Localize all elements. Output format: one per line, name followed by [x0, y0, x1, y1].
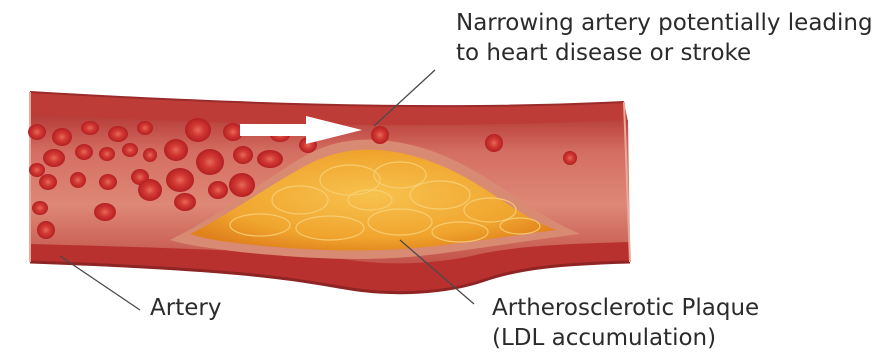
blood-cell: [137, 121, 153, 135]
blood-cell: [29, 163, 45, 177]
blood-cell: [371, 126, 389, 144]
narrowing-label-line1: Narrowing artery potentially leading: [456, 8, 873, 38]
blood-cell: [99, 147, 115, 161]
blood-cell: [563, 151, 577, 165]
blood-cell: [32, 201, 48, 215]
plaque-label: Artherosclerotic Plaque (LDL accumulatio…: [492, 293, 759, 353]
blood-cell: [81, 121, 99, 135]
blood-cell: [122, 143, 138, 157]
narrowing-artery-label: Narrowing artery potentially leading to …: [456, 8, 873, 68]
blood-cell: [138, 179, 162, 201]
blood-cell: [43, 149, 65, 167]
blood-cell: [94, 203, 116, 221]
blood-cell: [208, 181, 228, 199]
blood-cell: [257, 150, 283, 168]
narrowing-label-line2: to heart disease or stroke: [456, 38, 873, 68]
blood-cell: [233, 146, 253, 164]
artery-label: Artery: [150, 293, 221, 323]
plaque-label-line1: Artherosclerotic Plaque: [492, 293, 759, 323]
blood-cell: [143, 148, 157, 162]
blood-cell: [52, 128, 72, 146]
blood-cell: [229, 173, 255, 197]
blood-cell: [37, 221, 55, 239]
blood-cell: [39, 174, 57, 190]
blood-cell: [174, 193, 196, 211]
blood-cell: [196, 149, 224, 175]
blood-cell: [108, 126, 128, 142]
blood-cell: [28, 124, 46, 140]
plaque-label-line2: (LDL accumulation): [492, 323, 759, 353]
blood-cell: [164, 139, 188, 161]
blood-cell: [75, 144, 93, 160]
blood-cell: [70, 172, 86, 188]
blood-cell: [166, 168, 194, 192]
blood-cell: [485, 134, 503, 152]
blood-cell: [185, 118, 211, 142]
blood-cell: [99, 174, 117, 190]
